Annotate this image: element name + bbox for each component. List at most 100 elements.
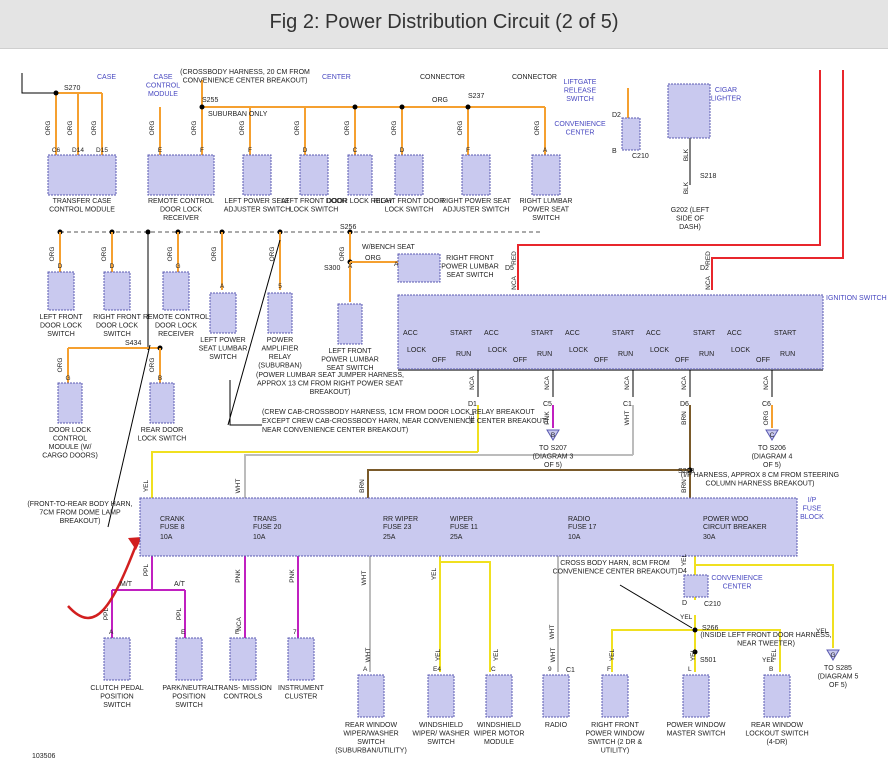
bottom-component-label: SWITCH [103, 702, 131, 709]
bottom-component-pin: 7 [293, 629, 297, 636]
label: CIGAR [715, 87, 737, 94]
row3-component-label: LOCK SWITCH [138, 436, 187, 443]
wire-color-label: ORG [763, 411, 770, 426]
row2-pin: D [110, 263, 115, 270]
crew-cab-note: EXCEPT CREW CAB-CROSSBODY HARN, NEAR CON… [262, 418, 548, 425]
row1-pin: E [158, 147, 163, 154]
component-layer [47, 83, 840, 718]
ignition-output-destination: (DIAGRAM 3 [533, 454, 574, 461]
connector-flag-c [765, 429, 779, 441]
row2-component-label: LEFT POWER [200, 337, 245, 344]
mt-label: M/T [120, 581, 133, 588]
row3-pin: G [65, 375, 70, 382]
row1-component-box [531, 154, 561, 196]
crew-cab-note-cont: NEAR CONVENIENCE CENTER BREAKOUT) [262, 427, 408, 434]
fuse-number: FUSE 23 [383, 524, 412, 531]
row1-component-label: DOOR LOCK [160, 207, 202, 214]
fuse-number: CIRCUIT BREAKER [703, 524, 767, 531]
wire-color-label: RED [511, 251, 518, 265]
ignition-pos-start: START [612, 330, 635, 337]
crew-cab-note: (CREW CAB-CROSSBODY HARNESS, 1CM FROM DO… [262, 409, 535, 416]
label: RELEASE [564, 88, 597, 95]
row2-component-label: DOOR LOCK [40, 323, 82, 330]
bottom-component-label: SWITCH [357, 739, 385, 746]
row2-component-box [103, 271, 131, 311]
label: SIDE OF [676, 216, 704, 223]
wire-color-label: YEL [469, 411, 476, 424]
label: B [612, 148, 617, 155]
row2-component-label: AMPLIFIER [262, 346, 299, 353]
row1-component-label: REMOTE CONTROL [148, 198, 214, 205]
center-label: CENTER [322, 74, 351, 81]
label: COLUMN HARNESS BREAKOUT) [706, 481, 815, 488]
bottom-component-label: POSITION [100, 694, 133, 701]
row2-component-label: SWITCH [103, 331, 131, 338]
convenience-center-box [621, 117, 641, 151]
wire-color-label: ORG [167, 247, 174, 262]
bottom-component-pin: C [491, 666, 496, 673]
splice-label-s300: S300 [324, 265, 340, 272]
wire-color-label: YEL [143, 479, 150, 492]
label: (I/P HARNESS, APPROX 8 CM FROM STEERING [681, 472, 839, 479]
wire-color-label: PNK [544, 411, 551, 425]
fuse-block-box [139, 497, 798, 557]
bottom-component-box [542, 674, 570, 718]
row2-component-label: SEAT SWITCH [446, 272, 493, 279]
row2-component-label: SWITCH [209, 354, 237, 361]
wire-color-label: PNK [235, 569, 242, 583]
bottom-component-label: MODULE [484, 739, 514, 746]
bottom-component-box [682, 674, 710, 718]
wire-color-label: PPL [176, 607, 183, 620]
convenience-center-lower-box [683, 574, 709, 598]
ignition-pos-run: RUN [699, 351, 714, 358]
row1-component-label: LOCK SWITCH [290, 207, 339, 214]
splice-s255 [199, 104, 205, 110]
bottom-component-label: REAR WINDOW [751, 722, 804, 729]
bottom-component-box [103, 637, 131, 681]
connector-flag-g [826, 649, 840, 661]
bottom-component-box [427, 674, 455, 718]
label: CROSS BODY HARN, 8CM FROM [560, 560, 670, 567]
ignition-pos-lock: LOCK [407, 347, 426, 354]
bottom-component-label: RADIO [545, 722, 568, 729]
splice-label-s270: S270 [64, 85, 80, 92]
red-feed-d2 [711, 70, 844, 290]
label: CENTER [566, 130, 595, 137]
ignition-pos-off: OFF [594, 357, 608, 364]
row1-component-box [347, 154, 373, 196]
bottom-component-label: WINDSHIELD [477, 722, 521, 729]
wire-color-label: WHT [235, 479, 242, 494]
ignition-output-pin: C1 [623, 401, 632, 408]
bottom-component-label: SWITCH (2 DR & [588, 739, 643, 746]
row1-pin: C [353, 147, 358, 154]
wire-color-label: ORG [149, 358, 156, 373]
at-label: A/T [174, 581, 186, 588]
connector-label: CONNECTOR [512, 74, 557, 81]
bottom-component-box [485, 674, 513, 718]
label: CONTROL [146, 83, 180, 90]
ignition-pos-off: OFF [513, 357, 527, 364]
fuse-rating: 25A [450, 534, 463, 541]
row1-component-box [147, 154, 215, 196]
row2-pin: D [58, 263, 63, 270]
row2-component-label: SEAT SWITCH [326, 365, 373, 372]
wire-color-label: BRN [359, 479, 366, 493]
ignition-input-pin: D2 [700, 265, 709, 272]
connector-c210-lower: C210 [704, 601, 721, 608]
fuse-name: RADIO [568, 516, 591, 523]
bottom-component-label: LOCKOUT SWITCH [745, 731, 808, 738]
fuse-name: POWER WDO [703, 516, 749, 523]
bottom-component-box [229, 637, 257, 681]
wire-color-label: YEL [431, 567, 438, 580]
row1-component-label: RIGHT FRONT DOOR [374, 198, 445, 205]
bottom-component-label: WIPER/WASHER [343, 731, 398, 738]
row1-component-label: ADJUSTER SWITCH [443, 207, 510, 214]
label: BLOCK [800, 514, 824, 521]
label: BREAKOUT) [310, 389, 351, 396]
bottom-component-label: CONTROLS [224, 694, 263, 701]
s270-lead [21, 73, 56, 94]
wire-color-label: ORG [269, 247, 276, 262]
splice-label-s256: S256 [340, 224, 356, 231]
bottom-component-box [287, 637, 315, 681]
bottom-component-label: INSTRUMENT [278, 685, 325, 692]
